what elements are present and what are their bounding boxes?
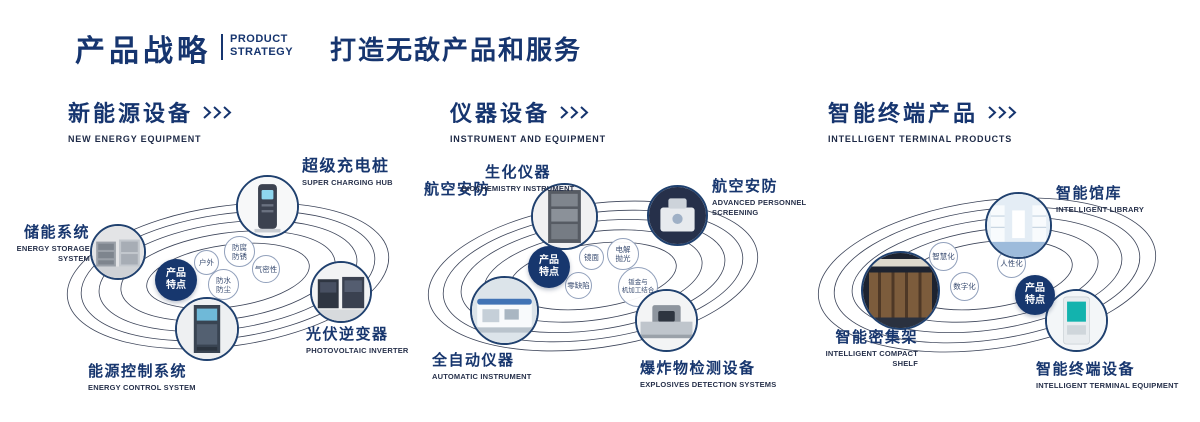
feature-badge-instrument: 产品 特点 <box>528 246 570 288</box>
label-biochemistry: 生化仪器 BIOCHEMISTRY INSTRUMENT <box>458 161 578 194</box>
section-head-instrument: 仪器设备 INSTRUMENT AND EQUIPMENT <box>450 96 606 144</box>
triple-chevron-icon <box>988 105 1017 119</box>
feature-bubble-airtight: 气密性 <box>252 255 280 283</box>
label-super-charger-en: SUPER CHARGING HUB <box>302 178 393 187</box>
title-divider <box>221 34 223 60</box>
label-automatic-instrument: 全自动仪器 AUTOMATIC INSTRUMENT <box>432 349 552 382</box>
label-terminal-equipment: 智能终端设备 INTELLIGENT TERMINAL EQUIPMENT <box>1036 358 1186 391</box>
label-personnel-screening-cn: 航空安防 <box>712 178 779 195</box>
label-aviation-security-floating-cn: 航空安防 <box>424 181 491 198</box>
label-biochemistry-cn: 生化仪器 <box>484 164 551 181</box>
section-title-new-energy: 新能源设备 <box>68 101 194 126</box>
label-pv-inverter-cn: 光伏逆变器 <box>306 326 389 343</box>
product-circle-super-charger <box>236 175 299 238</box>
feature-bubble-smart: 智慧化 <box>929 242 958 271</box>
label-personnel-screening-en: ADVANCED PERSONNEL SCREENING <box>712 198 807 217</box>
page-title-en-line2: STRATEGY <box>230 46 294 58</box>
section-title-instrument: 仪器设备 <box>450 101 551 126</box>
triple-chevron-icon <box>203 105 232 119</box>
label-pv-inverter-en: PHOTOVOLTAIC INVERTER <box>306 346 409 355</box>
label-personnel-screening: 航空安防 ADVANCED PERSONNEL SCREENING <box>712 175 822 218</box>
section-subtitle-intelligent-terminal: INTELLIGENT TERMINAL PRODUCTS <box>828 134 1013 144</box>
label-automatic-instrument-cn: 全自动仪器 <box>432 352 515 369</box>
product-circle-explosives-detection <box>635 289 698 352</box>
label-explosives-detection: 爆炸物检测设备 EXPLOSIVES DETECTION SYSTEMS <box>640 357 780 390</box>
product-circle-intelligent-library <box>985 192 1052 259</box>
label-energy-control-cn: 能源控制系统 <box>88 363 188 380</box>
label-aviation-security-floating: 航空安防 <box>424 178 490 199</box>
section-subtitle-instrument: INSTRUMENT AND EQUIPMENT <box>450 134 606 144</box>
page-title-en-line1: PRODUCT <box>230 33 288 45</box>
feature-bubble-electropolish: 电解 抛光 <box>607 238 639 270</box>
feature-bubble-digital: 数字化 <box>950 272 979 301</box>
terminal-equipment-image <box>1047 291 1106 350</box>
label-biochemistry-en: BIOCHEMISTRY INSTRUMENT <box>461 184 575 193</box>
label-super-charger-cn: 超级充电桩 <box>302 158 390 175</box>
section-title-intelligent-terminal: 智能终端产品 <box>828 101 979 126</box>
label-explosives-detection-cn: 爆炸物检测设备 <box>640 360 756 377</box>
product-circle-energy-control <box>175 297 239 361</box>
feature-bubble-waterproof: 防水 防尘 <box>208 269 239 300</box>
section-subtitle-new-energy: NEW ENERGY EQUIPMENT <box>68 134 202 144</box>
label-explosives-detection-en: EXPLOSIVES DETECTION SYSTEMS <box>640 380 777 389</box>
label-super-charger: 超级充电桩 SUPER CHARGING HUB <box>302 152 422 188</box>
label-energy-storage: 储能系统 ENERGY STORAGE SYSTEM <box>10 221 90 264</box>
section-head-intelligent-terminal: 智能终端产品 INTELLIGENT TERMINAL PRODUCTS <box>828 96 1021 144</box>
pv-inverter-image <box>312 263 370 321</box>
energy-storage-image <box>92 226 144 278</box>
super-charger-image <box>238 177 297 236</box>
explosives-detection-image <box>637 291 696 350</box>
triple-chevron-icon <box>560 105 589 119</box>
label-compact-shelf-en: INTELLIGENT COMPACT SHELF <box>825 349 918 368</box>
label-terminal-equipment-cn: 智能终端设备 <box>1036 361 1136 378</box>
intelligent-library-image <box>987 194 1050 257</box>
automatic-instrument-image <box>472 278 537 343</box>
label-intelligent-library-cn: 智能馆库 <box>1056 185 1123 202</box>
product-circle-personnel-screening <box>647 185 708 246</box>
personnel-screening-image <box>649 187 706 244</box>
section-head-new-energy: 新能源设备 NEW ENERGY EQUIPMENT <box>68 96 236 144</box>
label-compact-shelf: 智能密集架 INTELLIGENT COMPACT SHELF <box>800 326 918 369</box>
label-energy-storage-en: ENERGY STORAGE SYSTEM <box>16 244 90 263</box>
product-circle-terminal-equipment <box>1045 289 1108 352</box>
product-circle-energy-storage <box>90 224 146 280</box>
page-title-en: PRODUCT STRATEGY <box>230 33 293 59</box>
compact-shelf-image <box>863 253 938 328</box>
feature-badge-intelligent-terminal: 产品 特点 <box>1015 275 1055 315</box>
page-subtitle: 打造无敌产品和服务 <box>330 35 583 65</box>
product-circle-pv-inverter <box>310 261 372 323</box>
feature-badge-new-energy: 产品 特点 <box>155 259 197 301</box>
biochemistry-instrument-image <box>533 185 596 248</box>
page-title: 产品战略 <box>75 35 211 68</box>
feature-bubble-zero-defect: 零缺陷 <box>565 272 592 299</box>
label-automatic-instrument-en: AUTOMATIC INSTRUMENT <box>432 372 532 381</box>
label-pv-inverter: 光伏逆变器 PHOTOVOLTAIC INVERTER <box>306 323 426 356</box>
label-terminal-equipment-en: INTELLIGENT TERMINAL EQUIPMENT <box>1036 381 1179 390</box>
energy-control-image <box>177 299 237 359</box>
feature-bubble-anticorrosion: 防腐 防锈 <box>224 236 255 267</box>
product-circle-automatic-instrument <box>470 276 539 345</box>
product-circle-compact-shelf <box>861 251 940 330</box>
label-energy-control: 能源控制系统 ENERGY CONTROL SYSTEM <box>88 360 228 393</box>
label-energy-control-en: ENERGY CONTROL SYSTEM <box>88 383 196 392</box>
feature-bubble-mirror-finish: 镜面 <box>579 245 604 270</box>
label-intelligent-library-en: INTELLIGENT LIBRARY <box>1056 205 1145 214</box>
label-intelligent-library: 智能馆库 INTELLIGENT LIBRARY <box>1056 182 1166 215</box>
label-energy-storage-cn: 储能系统 <box>23 224 90 241</box>
product-circle-biochemistry <box>531 183 598 250</box>
label-compact-shelf-cn: 智能密集架 <box>835 329 918 346</box>
